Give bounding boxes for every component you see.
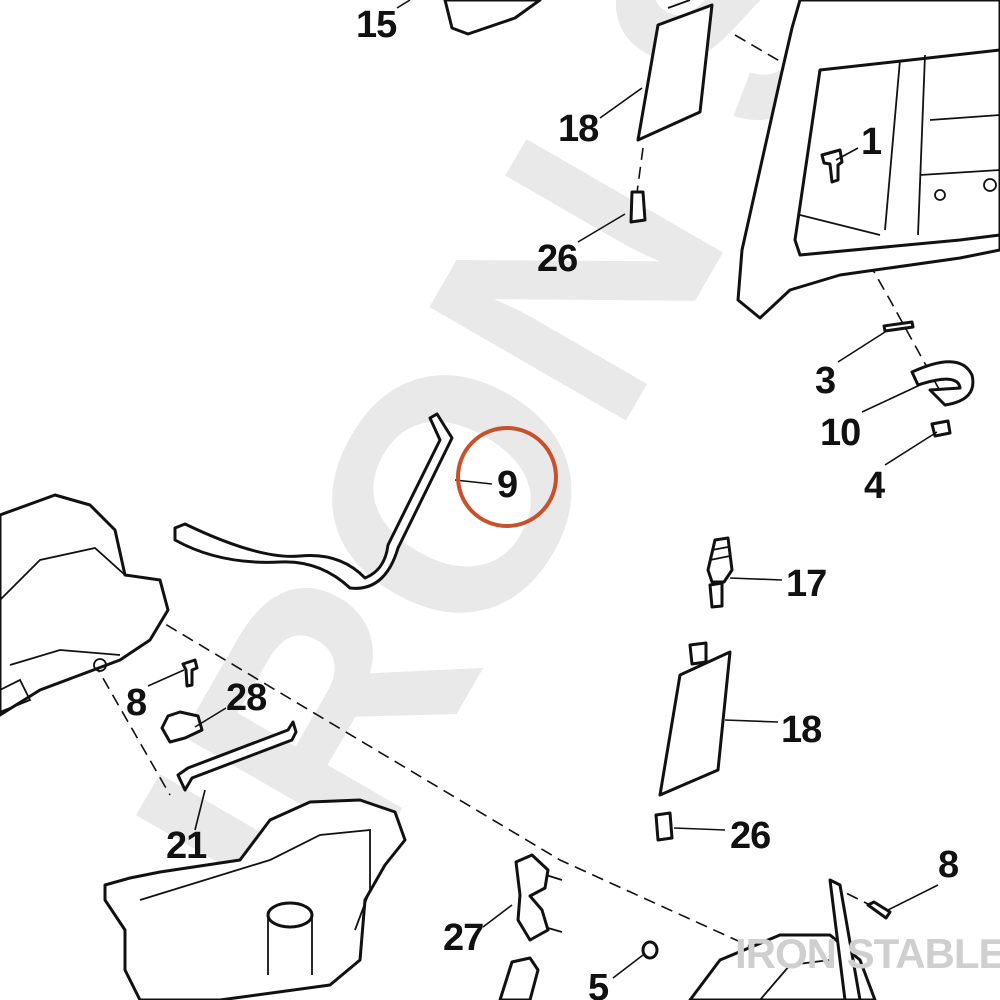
brand-mark: IRON STABLE bbox=[735, 930, 1000, 977]
part-5-drawing bbox=[641, 940, 659, 960]
label-27: 27 bbox=[443, 917, 483, 959]
console-frame-drawing bbox=[736, 0, 1000, 320]
part-26-upper-drawing bbox=[629, 190, 647, 224]
label-10: 10 bbox=[820, 412, 860, 454]
part-15-drawing bbox=[443, 0, 542, 36]
label-18-lower: 18 bbox=[781, 709, 821, 751]
part-8-right-drawing bbox=[866, 900, 892, 920]
label-21: 21 bbox=[166, 825, 207, 867]
part-27-drawing bbox=[514, 853, 563, 942]
panel-18-lower-drawing bbox=[658, 641, 732, 797]
part-9-drawing bbox=[173, 412, 454, 590]
label-17: 17 bbox=[786, 563, 826, 605]
part-17-drawing bbox=[706, 536, 734, 609]
round-housing-drawing bbox=[688, 933, 877, 1000]
callout-labels: 15 18 1 26 3 10 4 9 17 8 28 18 21 26 8 2… bbox=[126, 4, 959, 1000]
label-1: 1 bbox=[861, 121, 882, 163]
part-21-drawing bbox=[176, 720, 298, 792]
label-15: 15 bbox=[356, 4, 397, 46]
label-4: 4 bbox=[864, 465, 885, 507]
part-10-drawing bbox=[910, 360, 975, 407]
lower-right-bracket-drawing bbox=[828, 878, 862, 1000]
lower-tray-drawing bbox=[103, 798, 407, 1000]
label-26-lower: 26 bbox=[730, 815, 770, 857]
part-8-left-drawing bbox=[181, 658, 199, 688]
panel-18-upper-drawing bbox=[636, 0, 714, 142]
highlight-circle bbox=[456, 426, 558, 528]
label-5: 5 bbox=[588, 967, 609, 1000]
lower-clip-drawing bbox=[498, 956, 540, 1000]
label-26-upper: 26 bbox=[537, 238, 577, 280]
left-housing-drawing bbox=[0, 493, 170, 717]
label-28: 28 bbox=[226, 677, 266, 719]
leader-lines bbox=[147, 0, 939, 979]
label-18-upper: 18 bbox=[558, 108, 598, 150]
label-8-right: 8 bbox=[938, 844, 958, 886]
part-1-drawing bbox=[820, 148, 844, 184]
part-3-drawing bbox=[882, 320, 915, 333]
label-9: 9 bbox=[497, 464, 517, 506]
label-8-left: 8 bbox=[126, 682, 146, 724]
label-3: 3 bbox=[815, 360, 835, 402]
part-26-lower-drawing bbox=[654, 811, 674, 842]
